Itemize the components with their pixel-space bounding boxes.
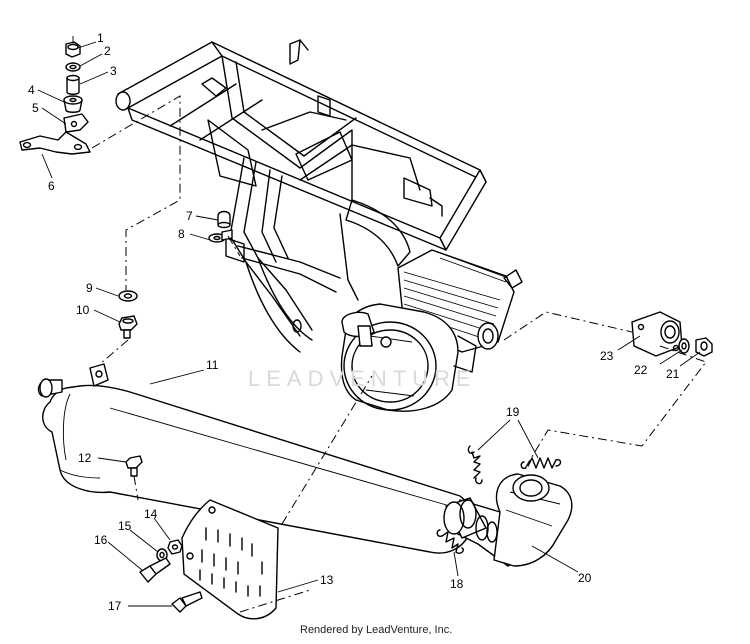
- callout-13: 13: [320, 573, 334, 587]
- mount-hardware-7-8: [208, 210, 233, 243]
- callouts: 1 2 3 4 5 6 7 8 9 10 11 12 13 14 15 16 1…: [28, 31, 701, 613]
- cap-nut-7: [217, 210, 231, 225]
- watermark: LEADVENTURE: [248, 366, 477, 391]
- frame-assembly: [115, 39, 487, 353]
- washer-9: [118, 290, 138, 302]
- callout-16: 16: [94, 533, 108, 547]
- nut-21: [695, 337, 713, 357]
- callout-2: 2: [104, 44, 111, 58]
- callout-3: 3: [110, 64, 117, 78]
- mount-hardware-9-10: [118, 290, 138, 339]
- callout-14: 14: [144, 507, 158, 521]
- spring-18: [436, 529, 464, 555]
- callout-19: 19: [506, 405, 520, 419]
- callout-5: 5: [32, 101, 39, 115]
- callout-23: 23: [600, 349, 614, 363]
- render-credit: Rendered by LeadVenture, Inc.: [300, 624, 452, 636]
- washer-22: [678, 338, 690, 354]
- callout-10: 10: [76, 303, 90, 317]
- callout-4: 4: [28, 83, 35, 97]
- callout-9: 9: [86, 281, 93, 295]
- nut-14: [167, 539, 183, 555]
- callout-18: 18: [450, 577, 464, 591]
- callout-12: 12: [78, 451, 92, 465]
- callout-20: 20: [578, 571, 592, 585]
- callout-11: 11: [206, 358, 219, 372]
- heat-shield-13: [181, 499, 279, 620]
- callout-7: 7: [186, 209, 193, 223]
- callout-17: 17: [108, 599, 122, 613]
- callout-6: 6: [48, 179, 55, 193]
- callout-21: 21: [666, 367, 680, 381]
- assembly-lines: [91, 95, 707, 613]
- callout-22: 22: [634, 363, 648, 377]
- mount-hardware-stack: [19, 36, 91, 155]
- callout-1: 1: [97, 31, 104, 45]
- spacer-3: [66, 77, 80, 95]
- spring-19-right: [520, 457, 562, 470]
- callout-8: 8: [178, 227, 185, 241]
- muffler-11: [37, 363, 475, 554]
- strap-6: [19, 131, 91, 155]
- spring-19-left: [467, 445, 483, 485]
- washer-2: [65, 62, 81, 72]
- callout-15: 15: [118, 519, 132, 533]
- shield-hardware: [139, 539, 203, 613]
- head-pipe-20: [443, 473, 573, 567]
- engine: [340, 249, 523, 412]
- exhaust-flange-hardware: [631, 311, 713, 357]
